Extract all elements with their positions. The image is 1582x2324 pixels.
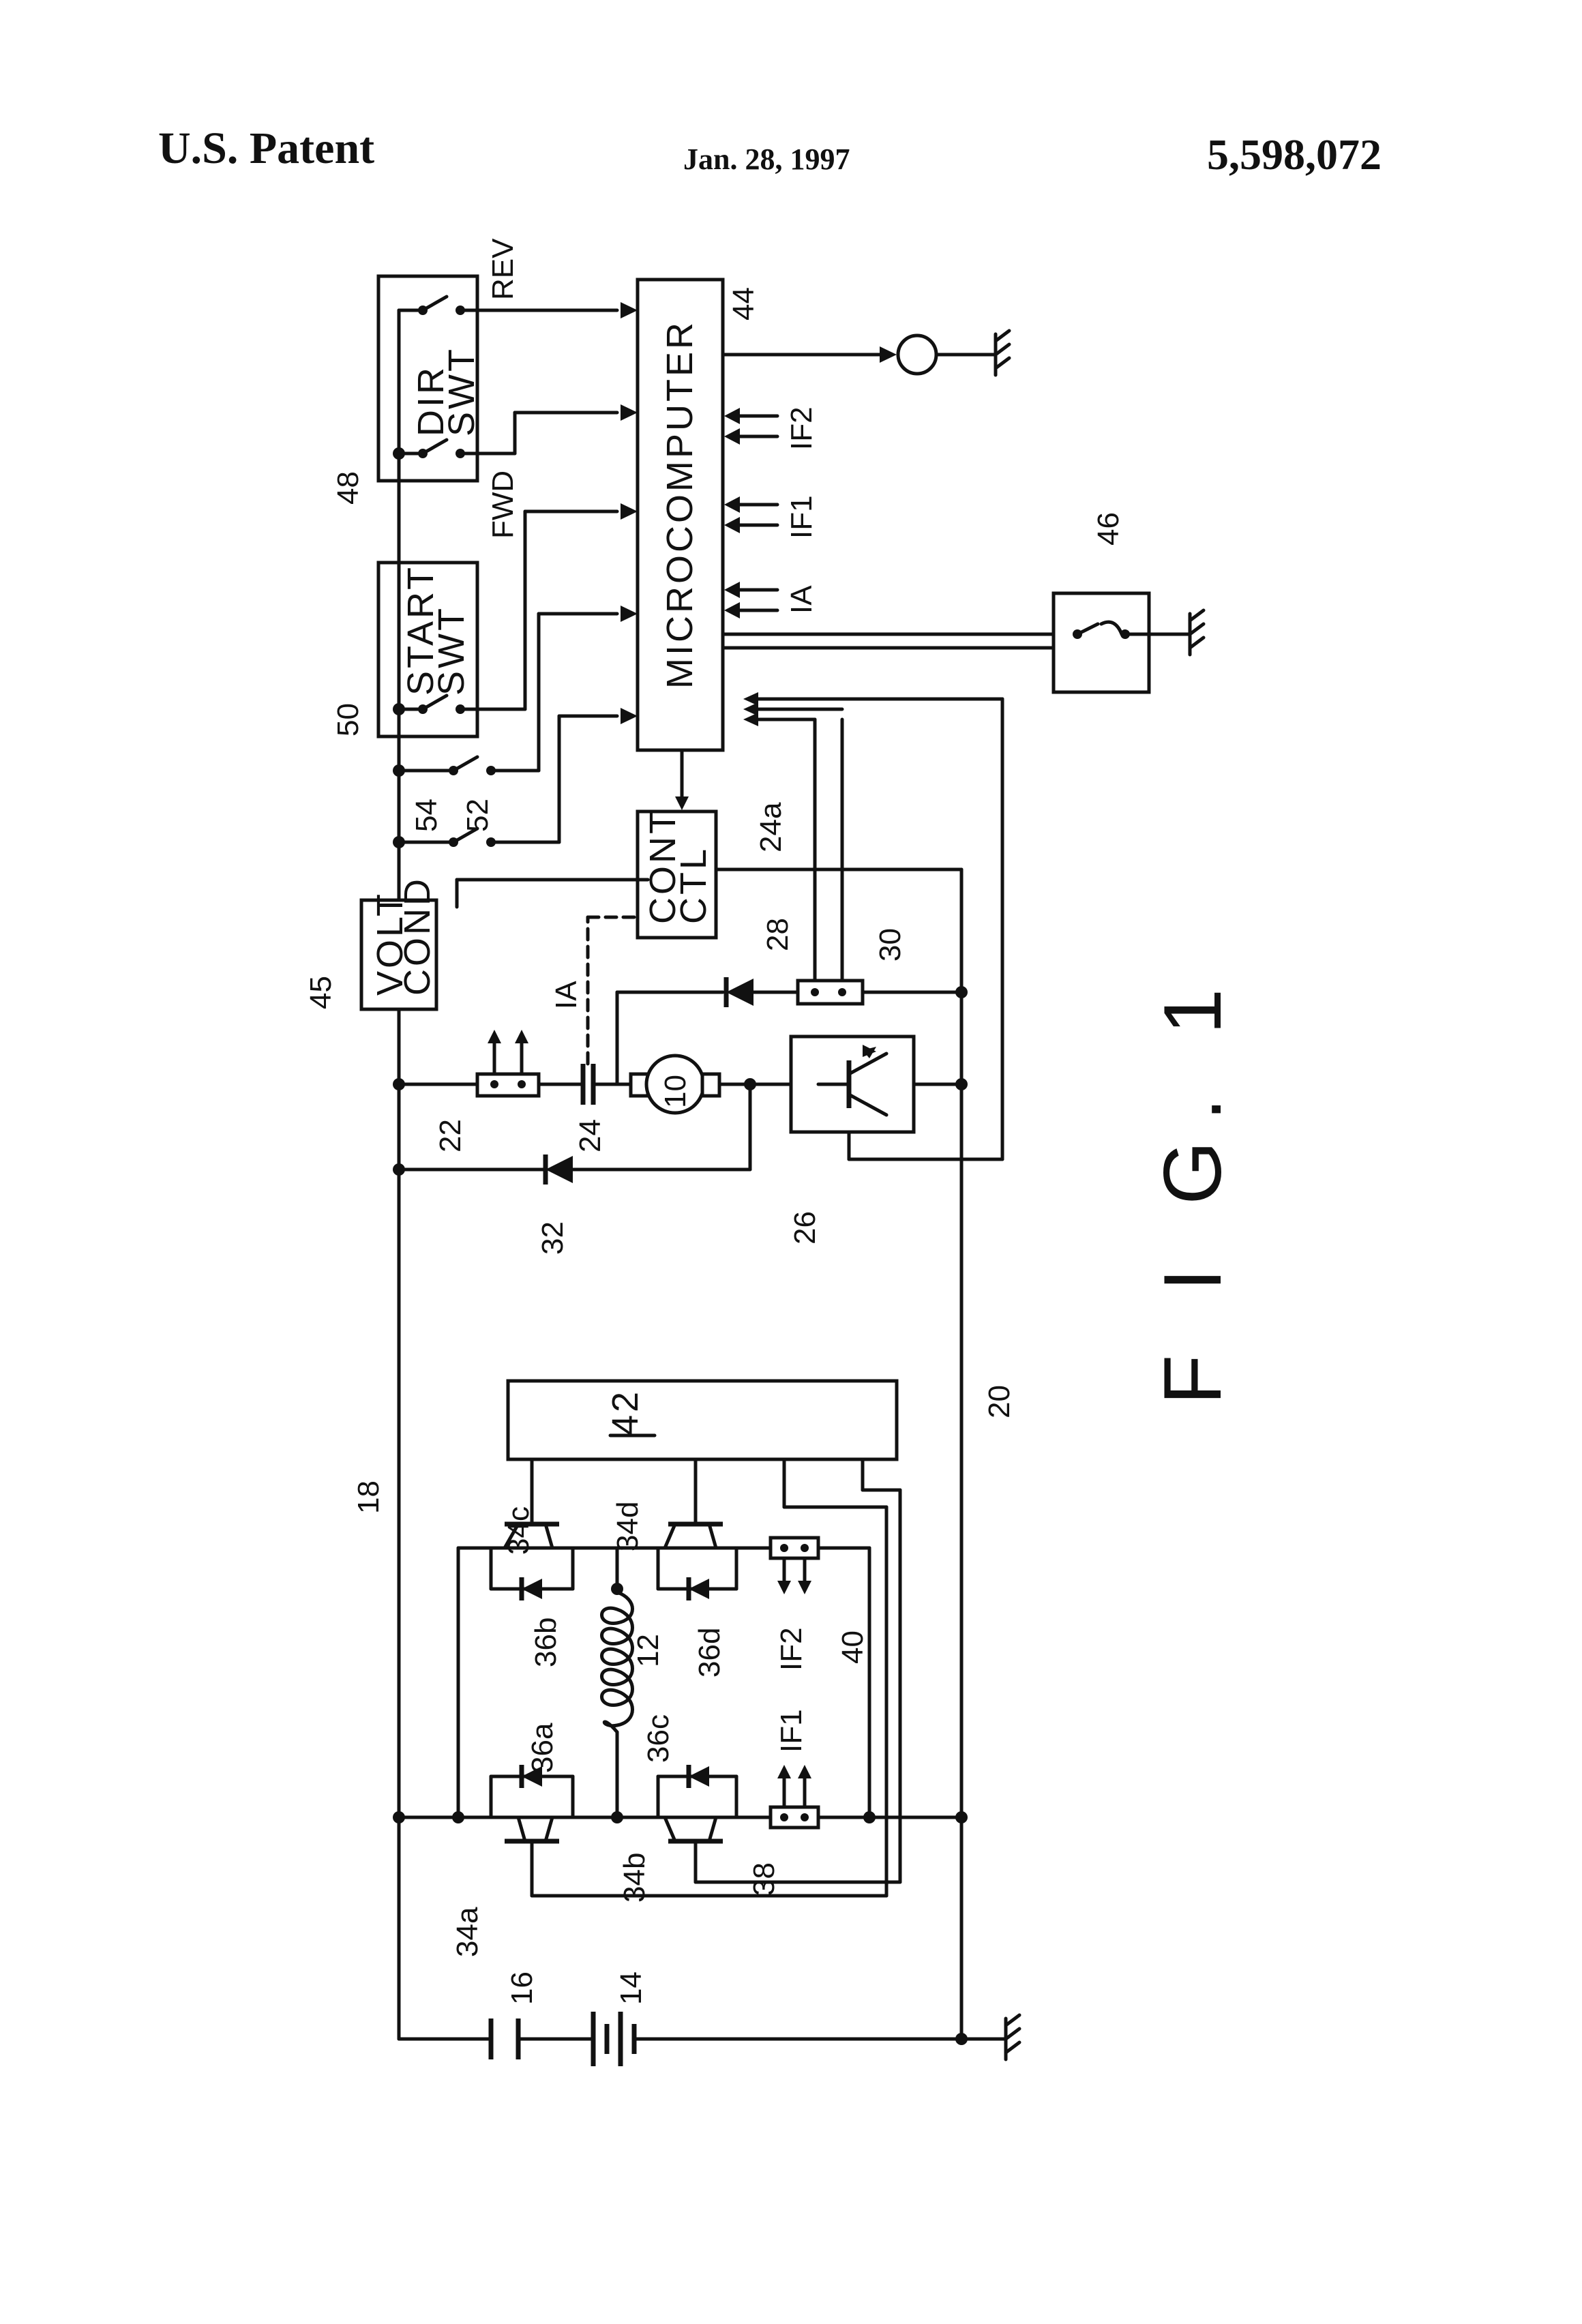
rev-label: REV	[486, 238, 520, 300]
diode-36a	[489, 1765, 575, 1819]
voltage-conditioner-45	[359, 898, 438, 1011]
transistor-26	[789, 1034, 964, 1134]
current-sensor-38	[768, 1765, 820, 1830]
field-coil-12	[600, 1590, 634, 1734]
ground-icon	[994, 329, 1011, 377]
figure-caption: F I G. 1	[1147, 968, 1238, 1405]
switch-52	[449, 755, 496, 775]
ref-50: 50	[331, 703, 365, 736]
block-42-label: 42	[605, 1389, 646, 1435]
transistor-34c	[503, 1457, 559, 1550]
volt-cond-label-2: COND	[397, 876, 438, 996]
indicator-lamp	[896, 333, 938, 376]
ref-24a: 24a	[754, 802, 788, 852]
if2-label-bridge: IF2	[775, 1627, 808, 1671]
microcomputer-label: MICROCOMPUTER	[659, 320, 700, 689]
volt-cond-label: VOLT	[370, 891, 411, 996]
ref-36a: 36a	[526, 1723, 559, 1773]
transistor-34a	[505, 1815, 889, 1898]
motor-label: 10	[659, 1075, 692, 1108]
switch-54	[449, 826, 496, 847]
ref-34b: 34b	[618, 1853, 651, 1903]
microcomputer-44	[636, 278, 725, 752]
diode-32	[543, 1154, 573, 1185]
ref-36b: 36b	[529, 1618, 563, 1667]
ref-30: 30	[874, 928, 907, 962]
ref-14: 14	[614, 1971, 648, 2005]
patent-date: Jan. 28, 1997	[683, 143, 850, 176]
patent-header: U.S. Patent	[158, 123, 375, 173]
diode-28	[723, 977, 753, 1007]
battery-14	[591, 2012, 637, 2066]
ref-34d: 34d	[611, 1502, 644, 1551]
ref-36d: 36d	[693, 1628, 726, 1678]
ref-24: 24	[573, 1119, 607, 1152]
cont-ctl-label-2: CTL	[673, 846, 714, 924]
ia-label-micro: IA	[785, 585, 818, 614]
if1-label-micro: IF1	[785, 495, 818, 539]
cont-ctl-label: CONT	[642, 809, 683, 924]
ref-48: 48	[331, 471, 365, 505]
ref-16: 16	[505, 1971, 539, 2005]
ref-22: 22	[434, 1119, 467, 1152]
ref-52: 52	[461, 799, 494, 832]
current-sensor-40	[768, 1536, 820, 1594]
dir-switch-label: DIR	[411, 365, 451, 436]
contactor-control-24a	[636, 809, 718, 940]
start-switch-label-2: SWT	[431, 606, 472, 696]
motor-10	[629, 1054, 721, 1115]
diode-36c	[656, 1765, 738, 1819]
current-sensor-30	[796, 979, 865, 1006]
diode-36b	[489, 1546, 575, 1600]
start-switch-label: START	[400, 565, 441, 696]
ref-45: 45	[304, 976, 338, 1009]
diode-36d	[656, 1546, 738, 1600]
current-sensor-22	[475, 1030, 541, 1098]
ref-28: 28	[761, 918, 794, 951]
control-block-42	[506, 1379, 899, 1461]
ref-34c: 34c	[502, 1506, 535, 1555]
ref-44: 44	[727, 287, 760, 321]
ref-32: 32	[536, 1221, 569, 1255]
capacitor-16	[488, 2018, 521, 2059]
ref-20: 20	[983, 1385, 1016, 1418]
ref-46: 46	[1092, 512, 1125, 546]
if2-label-micro: IF2	[785, 406, 818, 450]
patent-number: 5,598,072	[1207, 130, 1382, 179]
if1-label-bridge: IF1	[775, 1709, 808, 1753]
ref-38: 38	[747, 1862, 781, 1896]
ref-54: 54	[410, 799, 443, 832]
ground-icon	[1188, 608, 1206, 657]
dir-switch-label-2: SWT	[441, 346, 482, 436]
fwd-label: FWD	[486, 471, 520, 539]
key-switch-46	[1051, 591, 1151, 694]
ref-36c: 36c	[642, 1714, 675, 1763]
ground-icon	[980, 2013, 1021, 2061]
ref-40: 40	[836, 1630, 869, 1664]
ref-12: 12	[631, 1634, 665, 1667]
ia-label-armature: IA	[550, 981, 583, 1009]
ref-34a: 34a	[451, 1907, 484, 1957]
transistor-34d	[663, 1457, 723, 1550]
ref-26: 26	[788, 1211, 822, 1245]
transistor-34b	[663, 1815, 902, 1884]
ref-18: 18	[352, 1480, 385, 1514]
